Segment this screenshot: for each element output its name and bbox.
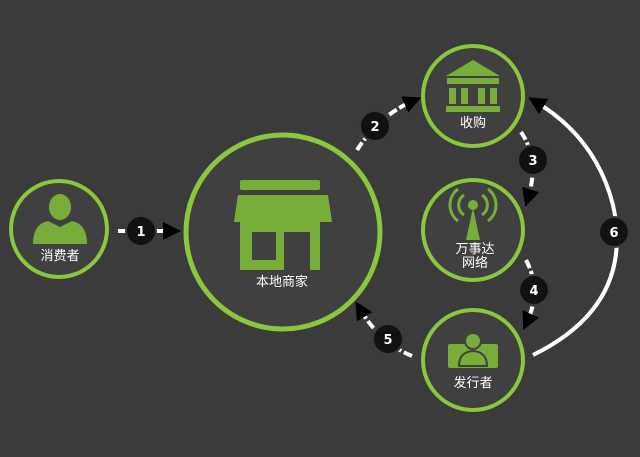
acquirer-node bbox=[421, 44, 525, 148]
acquirer-label: 收购 bbox=[459, 116, 487, 131]
step-badge-1: 1 bbox=[125, 215, 157, 247]
issuer-label: 发行者 bbox=[453, 376, 493, 391]
bank-icon bbox=[446, 60, 500, 112]
arrow-5 bbox=[355, 301, 413, 358]
svg-text:5: 5 bbox=[383, 333, 392, 348]
step-badge-2: 2 bbox=[359, 110, 391, 142]
network-label-line2: 网络 bbox=[461, 256, 489, 271]
step-badge-5: 5 bbox=[372, 323, 404, 355]
consumer-label: 消费者 bbox=[40, 249, 80, 264]
svg-text:4: 4 bbox=[529, 284, 538, 299]
person-icon bbox=[33, 194, 87, 244]
arrow-6 bbox=[528, 97, 619, 357]
svg-text:1: 1 bbox=[136, 225, 145, 240]
card-person-icon bbox=[448, 332, 498, 368]
step-badge-3: 3 bbox=[517, 144, 549, 176]
step-badge-4: 4 bbox=[518, 274, 550, 306]
svg-text:2: 2 bbox=[370, 120, 379, 135]
svg-text:6: 6 bbox=[609, 226, 618, 241]
antenna-icon bbox=[448, 187, 498, 240]
step-badge-6: 6 bbox=[598, 216, 630, 248]
storefront-icon bbox=[234, 180, 332, 270]
merchant-label: 本地商家 bbox=[255, 275, 309, 290]
svg-text:3: 3 bbox=[528, 154, 537, 169]
network-label-line1: 万事达 bbox=[455, 242, 495, 257]
